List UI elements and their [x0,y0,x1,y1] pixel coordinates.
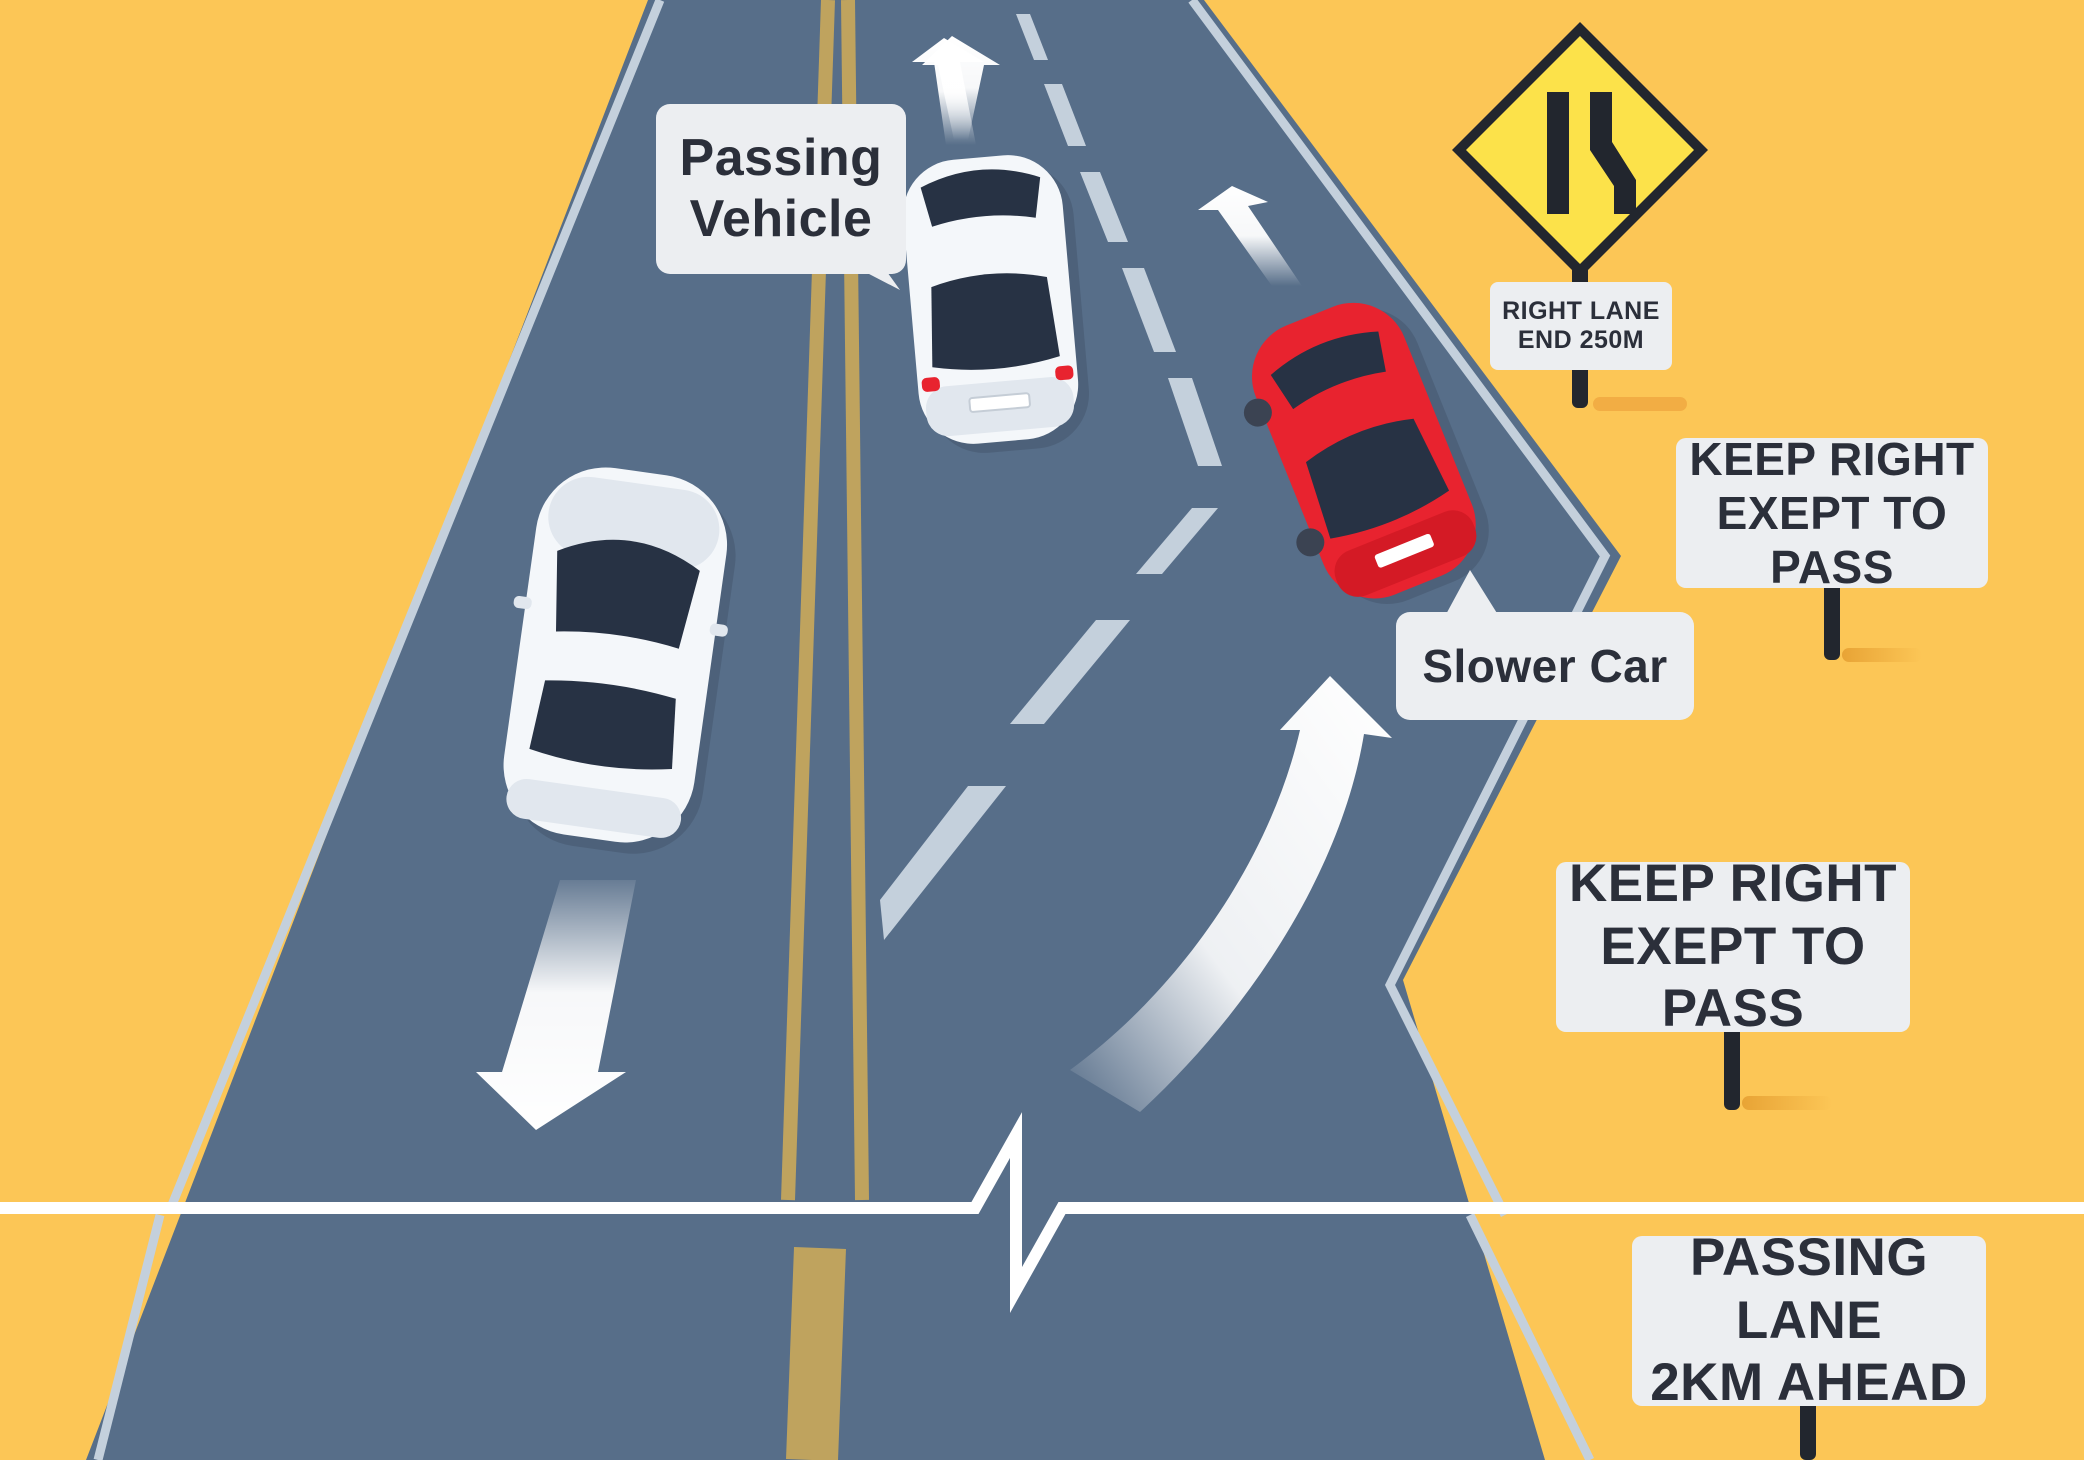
road-left-edge-line [167,0,665,1207]
passing-lane-sign-line-2: 2KM AHEAD [1650,1353,1968,1413]
lane-divider-dashes [880,14,1222,940]
lane-change-curved-arrow-icon [1070,676,1392,1112]
passing-lane-sign-line-1: PASSING LANE [1689,1228,1929,1350]
passing-white-car [903,155,1090,453]
right-lane-end-sign-line-2: END 250M [1517,326,1645,354]
slower-car-label: Slower Car [1396,612,1694,720]
keep-right-sign-2: KEEP RIGHT EXEPT TO PASS [1556,854,1910,1038]
slower-car-label-text: Slower Car [1422,639,1668,692]
passing-vehicle-label-line-1: Passing [679,128,883,187]
passing-vehicle-direction-arrow-icon [912,36,1000,145]
keep-right-sign-1-line-1: KEEP RIGHT [1689,432,1975,485]
slower-red-car [1243,302,1489,604]
keep-right-sign-1: KEEP RIGHT EXEPT TO PASS [1676,433,1988,593]
oncoming-white-car [503,467,736,854]
keep-right-sign-1-line-2: EXEPT TO PASS [1716,486,1948,594]
slower-car-callout-tail [1444,570,1500,618]
right-lane-end-sign: RIGHT LANE END 250M [1490,282,1672,370]
keep-right-sign-2-line-1: KEEP RIGHT [1569,854,1897,914]
oncoming-direction-arrow-icon [476,880,636,1130]
passing-vehicle-label-line-2: Vehicle [689,190,873,248]
passing-lane-sign: PASSING LANE 2KM AHEAD [1632,1228,1986,1412]
lane-ends-merge-icon [1452,22,1708,411]
passing-vehicle-label: Passing Vehicle [656,104,906,274]
passing-lane-sign-post [1800,1396,1816,1460]
keep-right-sign-2-shadow [1742,1096,1832,1110]
keep-right-sign-2-post [1724,1024,1740,1110]
keep-right-sign-1-shadow [1842,648,1922,662]
keep-right-sign-2-line-2: EXEPT TO PASS [1600,916,1866,1039]
keep-right-sign-1-post [1824,580,1840,660]
road-right-edge-line [1188,0,1611,1218]
right-lane-end-sign-line-1: RIGHT LANE [1502,296,1660,325]
section-break-line [0,1112,2084,1313]
slower-car-direction-arrow-icon [1198,186,1302,286]
